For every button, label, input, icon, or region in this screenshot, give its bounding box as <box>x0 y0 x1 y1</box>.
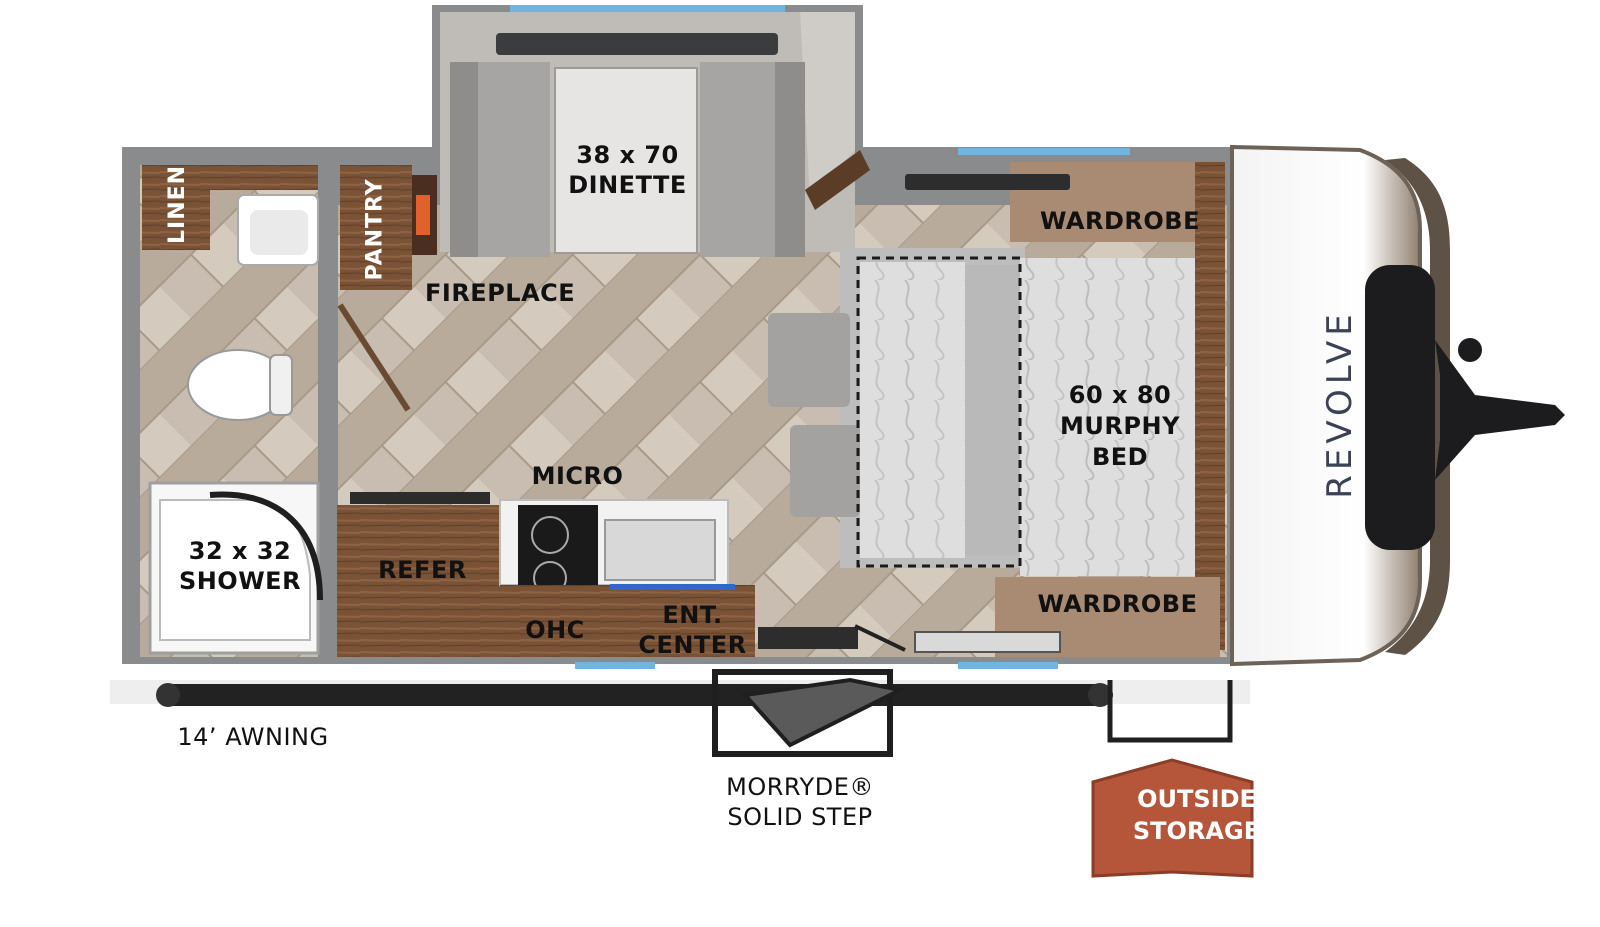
slideout-angle <box>800 12 855 200</box>
step-label-2: SOLID STEP <box>727 803 873 831</box>
murphy-sofa-arm-bottom <box>790 425 860 517</box>
refer-label: REFER <box>378 556 467 584</box>
ent-label-1: ENT. <box>662 601 723 629</box>
awning <box>158 684 1113 706</box>
wardrobe-corner <box>805 150 870 210</box>
bed-size-label: 60 x 80 <box>1068 381 1172 409</box>
fireplace-label: FIREPLACE <box>425 279 576 307</box>
dinette-label: DINETTE <box>568 171 687 199</box>
hitch <box>1435 340 1565 480</box>
cooktop <box>518 505 598 590</box>
window <box>575 662 655 669</box>
linen-cabinet <box>142 165 210 250</box>
shower-size-label: 32 x 32 <box>188 537 292 565</box>
pantry-cabinet <box>340 165 412 290</box>
pantry-label: PANTRY <box>362 178 388 281</box>
entry-step <box>741 677 907 748</box>
storage-badge <box>1091 758 1254 878</box>
murphy-mattress <box>860 262 965 558</box>
tv-top <box>905 174 1070 190</box>
bed-name-label-1: MURPHY <box>1060 412 1180 440</box>
wardrobe-bottom-label: WARDROBE <box>1037 590 1198 618</box>
kitchen-sink <box>604 519 716 581</box>
wardrobe-top-label: WARDROBE <box>1040 207 1200 235</box>
dinette-size-label: 38 x 70 <box>576 141 679 169</box>
sink-cabinet <box>210 165 318 190</box>
bed-mattress <box>1020 258 1202 576</box>
shower-label: SHOWER <box>178 567 302 595</box>
step-label-1: MORRYDE® <box>726 773 874 801</box>
bed-outline <box>856 256 1022 568</box>
ohc-label: OHC <box>525 616 585 644</box>
window <box>958 148 1130 155</box>
storage-label-2: STORAGE <box>1132 817 1261 845</box>
dinette-table <box>554 67 698 254</box>
bed-name-label-2: BED <box>1091 443 1149 471</box>
outside-storage-badge: OUTSIDE STORAGE <box>1113 780 1280 896</box>
murphy-sofa-arm-top <box>768 313 850 407</box>
window <box>510 5 785 12</box>
storage-door <box>1107 680 1233 743</box>
entry-step-frame <box>712 669 893 757</box>
linen-label: LINEN <box>165 164 190 244</box>
sofa-back <box>965 265 1025 555</box>
bath-partition <box>318 160 338 660</box>
micro-label: MICRO <box>531 462 624 490</box>
front-window <box>1365 265 1435 550</box>
brand-logo-text: REVOLVE <box>1320 309 1360 499</box>
window <box>958 662 1058 669</box>
ohc-cabinet <box>500 585 610 657</box>
ent-label-2: CENTER <box>638 631 747 659</box>
storage-label-1: OUTSIDE <box>1137 785 1256 813</box>
refer-cabinet <box>337 505 500 657</box>
ent-cabinet <box>610 585 755 657</box>
dinette-backrest <box>496 33 778 55</box>
awning-label: 14’ AWNING <box>177 723 329 751</box>
bath-door <box>337 303 411 412</box>
